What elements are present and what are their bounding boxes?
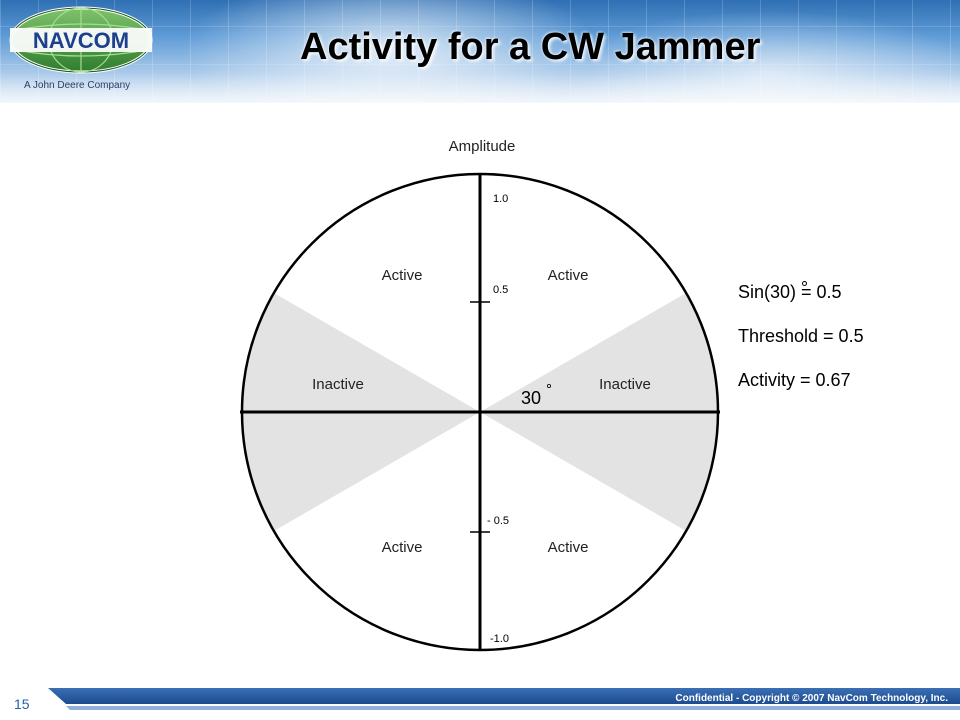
copyright-notice: Confidential - Copyright © 2007 NavCom T… <box>675 693 948 704</box>
header-banner: NAVCOM A John Deere Company Activity for… <box>0 0 960 103</box>
footer-bar <box>48 688 960 710</box>
cw-jammer-activity-diagram: Amplitude 1.0 0.5 - 0.5 -1.0 Active Acti… <box>240 138 720 652</box>
navcom-logo: NAVCOM <box>9 6 153 74</box>
region-label-upper-right: Active <box>548 267 589 284</box>
angle-degree-symbol <box>547 383 552 388</box>
region-label-lower-right: Active <box>548 539 589 556</box>
equation-degree-symbol <box>802 281 807 286</box>
region-label-middle-left: Inactive <box>312 376 364 393</box>
logo-brand-text: NAVCOM <box>33 28 129 53</box>
tick-label-upper-mid: 0.5 <box>493 284 508 296</box>
tick-label-bottom: -1.0 <box>490 633 509 645</box>
region-label-lower-left: Active <box>382 539 423 556</box>
equation-sine: Sin(30) = 0.5 <box>738 282 842 302</box>
equation-activity: Activity = 0.67 <box>738 370 851 390</box>
slide-title: Activity for a CW Jammer <box>300 26 761 68</box>
tick-label-lower-mid: - 0.5 <box>487 515 509 527</box>
logo-tagline: A John Deere Company <box>24 80 131 91</box>
region-label-middle-right: Inactive <box>599 376 651 393</box>
region-label-upper-left: Active <box>382 267 423 284</box>
angle-label: 30 <box>521 388 541 408</box>
header-fade <box>0 73 960 103</box>
tick-label-top: 1.0 <box>493 193 508 205</box>
amplitude-axis-label: Amplitude <box>449 138 516 155</box>
slide-number: 15 <box>14 696 30 712</box>
equation-threshold: Threshold = 0.5 <box>738 326 864 346</box>
